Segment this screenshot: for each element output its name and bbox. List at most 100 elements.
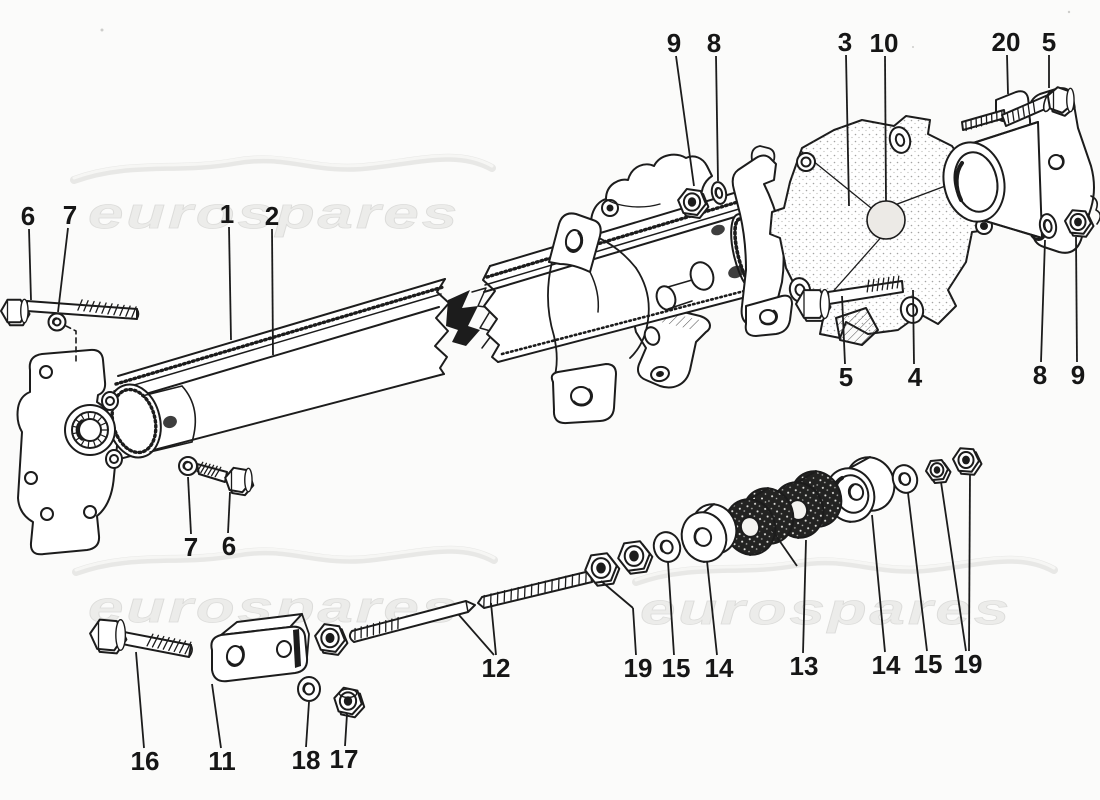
callout-leader-line — [1040, 239, 1046, 363]
spline-teeth — [72, 412, 108, 448]
part-number-label: 1 — [220, 199, 234, 229]
input-flange — [16, 348, 197, 556]
part-number-label: 18 — [292, 745, 321, 775]
tube-knurl-spot — [163, 415, 177, 429]
part-number-label: 15 — [662, 653, 691, 683]
nut-19 — [952, 447, 983, 476]
callout-leader-line — [706, 560, 718, 656]
part-number-label: 11 — [208, 746, 236, 776]
bolt5-head — [795, 288, 832, 322]
bolt6-threads — [196, 461, 222, 478]
washer-8 — [1038, 213, 1058, 239]
part-callout-14: 14 — [871, 514, 901, 680]
nut-19 — [617, 540, 654, 575]
nut-19 — [584, 552, 621, 587]
part-number-label: 19 — [624, 653, 653, 683]
part-callout-10: 10 — [870, 28, 899, 202]
part-callout-19: 19 — [940, 473, 982, 679]
part-number-label: 3 — [838, 27, 852, 57]
stud — [961, 109, 1006, 131]
bolt5-threads — [1006, 101, 1036, 124]
coupling-block — [769, 115, 993, 346]
bolt6-head — [0, 298, 31, 327]
part-callout-9: 9 — [1071, 236, 1085, 390]
part-number-label: 14 — [705, 653, 734, 683]
callout-leader-line — [871, 514, 886, 653]
nut-9 — [677, 188, 710, 219]
callout-leader-line — [490, 602, 497, 656]
part-callout-13: 13 — [771, 529, 819, 681]
part-callout-16: 16 — [131, 651, 159, 776]
part-callout-8: 8 — [707, 28, 721, 182]
part-number-label: 5 — [839, 362, 853, 392]
part-number-label: 6 — [222, 531, 236, 561]
bracket-bolt-16-shank — [121, 631, 193, 658]
nut-19 — [925, 459, 952, 484]
part-callout-6: 6 — [21, 201, 35, 301]
spider-bearing-cup — [643, 326, 661, 346]
part-callout-20: 20 — [992, 27, 1020, 95]
center-ujoint-yoke — [547, 212, 715, 425]
scan-specks — [100, 10, 1071, 48]
stud20-threads — [965, 109, 1003, 132]
thick-washer — [680, 503, 738, 563]
callout-leader-line — [135, 651, 145, 749]
part-number-label: 17 — [330, 744, 359, 774]
washer-15 — [652, 531, 682, 563]
callout-leader-line — [667, 561, 675, 656]
part-number-label: 15 — [914, 649, 943, 679]
part-callout-12: 12 — [458, 602, 511, 683]
callout-leader-line — [458, 614, 495, 656]
callout-leader-line — [1075, 236, 1078, 363]
part-callout-19: 19 — [600, 580, 653, 683]
callout-leader-line — [907, 492, 928, 652]
callout-leader-line — [1006, 54, 1009, 95]
part-number-label: 12 — [482, 653, 511, 683]
callout-leader-line — [968, 473, 971, 652]
part-number-label: 8 — [707, 28, 721, 58]
nut-rod — [314, 623, 349, 656]
part-callout-14: 14 — [705, 560, 734, 683]
bolt6-head — [224, 466, 255, 497]
part-number-label: 10 — [870, 28, 899, 58]
part-number-label: 9 — [1071, 360, 1085, 390]
callout-leader-line — [227, 491, 231, 534]
part-number-label: 7 — [184, 532, 198, 562]
watermark-bottom-right: eurospares — [636, 558, 1054, 634]
part-callout-7: 7 — [57, 200, 77, 313]
callout-leader-line — [305, 701, 310, 748]
part-number-label: 14 — [872, 650, 901, 680]
callout-leader-line — [841, 295, 846, 365]
tube-knurl-spot — [711, 224, 725, 236]
part-callout-1: 1 — [220, 199, 234, 341]
part-callout-18: 18 — [292, 701, 321, 775]
watermark-text: eurospares — [88, 189, 460, 238]
watermark-text: eurospares — [640, 585, 1012, 634]
callout-leader-line — [632, 607, 637, 656]
callout-leader-line — [771, 529, 798, 567]
yoke-bracket — [731, 145, 793, 337]
part-callout-7: 7 — [184, 476, 198, 562]
yoke-ear — [105, 449, 123, 469]
callout-leader-line — [715, 55, 719, 182]
part-callout-2: 2 — [265, 201, 279, 356]
drive-shaft-tube-left — [101, 278, 450, 463]
part-number-label: 7 — [63, 200, 77, 230]
assembly-dashed-line — [57, 321, 77, 363]
bolt16-threads — [146, 633, 192, 655]
flange-bolt-lower-left — [196, 463, 228, 483]
part-number-label: 4 — [908, 362, 923, 392]
part-callout-9: 9 — [667, 28, 695, 187]
tube-knurl-spot — [728, 265, 744, 279]
callout-leader-line — [912, 289, 915, 365]
coupling-disc — [866, 200, 906, 240]
part-callout-15: 15 — [662, 561, 691, 683]
part-number-label: 13 — [790, 651, 819, 681]
rod12-threads — [354, 616, 399, 641]
washer-8 — [710, 181, 728, 205]
callout-leader-line — [211, 683, 222, 749]
callout-leader-line — [884, 55, 887, 202]
part-callout-8: 8 — [1033, 239, 1047, 390]
callout-leader-line — [57, 227, 69, 313]
part-callout-5: 5 — [1042, 27, 1056, 88]
